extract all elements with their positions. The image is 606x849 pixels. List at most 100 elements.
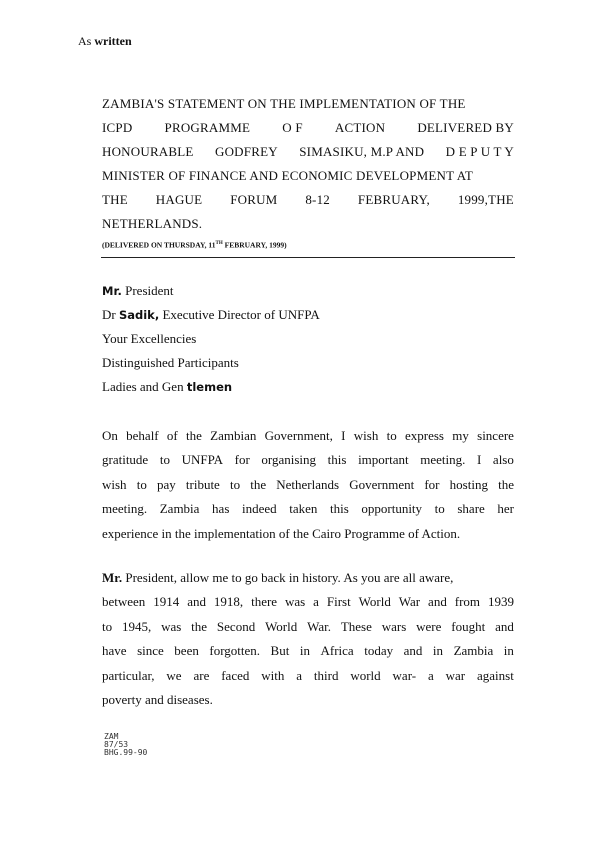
word: 1914 [153,594,180,610]
title-divider [101,257,515,258]
title-segment: FORUM [230,192,278,207]
title-segment: SIMASIKU, M.P AND [299,144,425,159]
title-segment: O F [282,120,303,135]
word: wish [353,428,379,443]
salutation-dr: Dr Sadik, Executive Director of UNFPA [102,303,320,327]
word: for [234,452,250,468]
word: have [102,643,127,659]
stamp-line: 87/53 [104,740,129,749]
title-segment: ACTION [334,120,386,135]
word: world [350,667,381,683]
stamp-line: BHG.99-90 [104,748,148,757]
statement-title: ZAMBIA'S STATEMENT ON THE IMPLEMENTATION… [102,92,514,253]
word: 1918, [213,594,244,610]
title-line-5: THE HAGUE FORUM 8-12 FEBRUARY, 1999,THE [102,188,514,212]
word: Second [216,618,256,634]
word: I [476,452,482,468]
word: important [358,452,409,468]
word: 1939 [487,594,514,610]
word: my [452,428,469,443]
word: a [296,667,303,683]
title-segment: HONOURABLE [102,144,194,159]
word: from [454,594,481,610]
word: Netherlands [276,476,340,492]
word: forgotten. [209,643,261,659]
paragraph-line-rest: President, allow me to go back in histor… [122,570,454,585]
word: also [492,452,514,468]
word: Zambian [210,428,257,443]
word: taken [289,501,318,517]
word: the [191,618,208,634]
word: we [166,667,182,683]
word: her [497,501,514,517]
word: behalf [126,428,159,443]
word: has [212,501,230,517]
word: First [326,594,351,610]
word: to [434,501,445,517]
word: On [102,428,118,443]
title-line-6: NETHERLANDS. [102,212,514,236]
word: to [229,476,241,492]
word: against [477,667,514,683]
title-segment: 1999,THE [457,192,514,207]
word: were [416,618,442,634]
salutation-excellencies: Your Excellencies [102,331,197,346]
word: to [102,618,113,634]
salutation-president: Mr. President [102,279,320,303]
paragraph-line: poverty and diseases. [102,692,213,708]
word: in [432,643,444,659]
word: World [265,618,298,634]
word: war- [392,667,417,683]
as-written-prefix: As [78,34,95,48]
word: was [285,594,306,610]
title-segment: FEBRUARY, [357,192,430,207]
word: war [445,667,466,683]
word: the [498,476,514,492]
word: indeed [241,501,277,517]
title-segment: THE [102,192,128,207]
word: 1945, [121,618,152,634]
word: meeting. [420,452,466,468]
word: to [386,428,397,443]
paragraph-line: experience in the implementation of the … [102,525,461,541]
delivered-date-line: (DELIVERED ON THURSDAY, 11TH FEBRUARY, 1… [102,237,514,253]
word: to [136,476,147,492]
paragraph-history: Mr. President, allow me to go back in hi… [102,566,514,712]
word: War. [307,618,331,634]
word: and [187,594,206,610]
word: gratitude [102,452,149,468]
salutation-mr: Mr. [102,284,122,298]
word: between [102,594,146,610]
salutation-dr-prefix: Dr [102,307,119,322]
word: with [261,667,285,683]
word: wish [102,476,127,492]
word: and [428,594,447,610]
word: sincere [477,428,514,443]
word: are [193,667,210,683]
title-segment: NETHERLANDS. [102,216,203,231]
delivered-prefix: (DELIVERED ON THURSDAY, 11 [102,240,216,250]
word: Africa [320,643,354,659]
word: I [341,428,346,443]
word: faced [221,667,250,683]
word: in [299,643,310,659]
title-line-3: HONOURABLE GODFREY SIMASIKU, M.P AND D E… [102,140,514,164]
word: wars [381,618,407,634]
word: the [186,428,202,443]
word: tribute [185,476,220,492]
word: War [398,594,421,610]
word: share [457,501,485,517]
paragraph-mr: Mr. [102,570,123,585]
word: But [270,643,290,659]
word: third [313,667,339,683]
title-segment: 8-12 [305,192,330,207]
paragraph-line-text: Mr. President, allow me to go back in hi… [102,566,453,590]
title-segment: ICPD [102,120,133,135]
title-segment: ZAMBIA'S STATEMENT ON THE IMPLEMENTATION… [102,96,466,111]
title-segment: PROGRAMME [164,120,251,135]
